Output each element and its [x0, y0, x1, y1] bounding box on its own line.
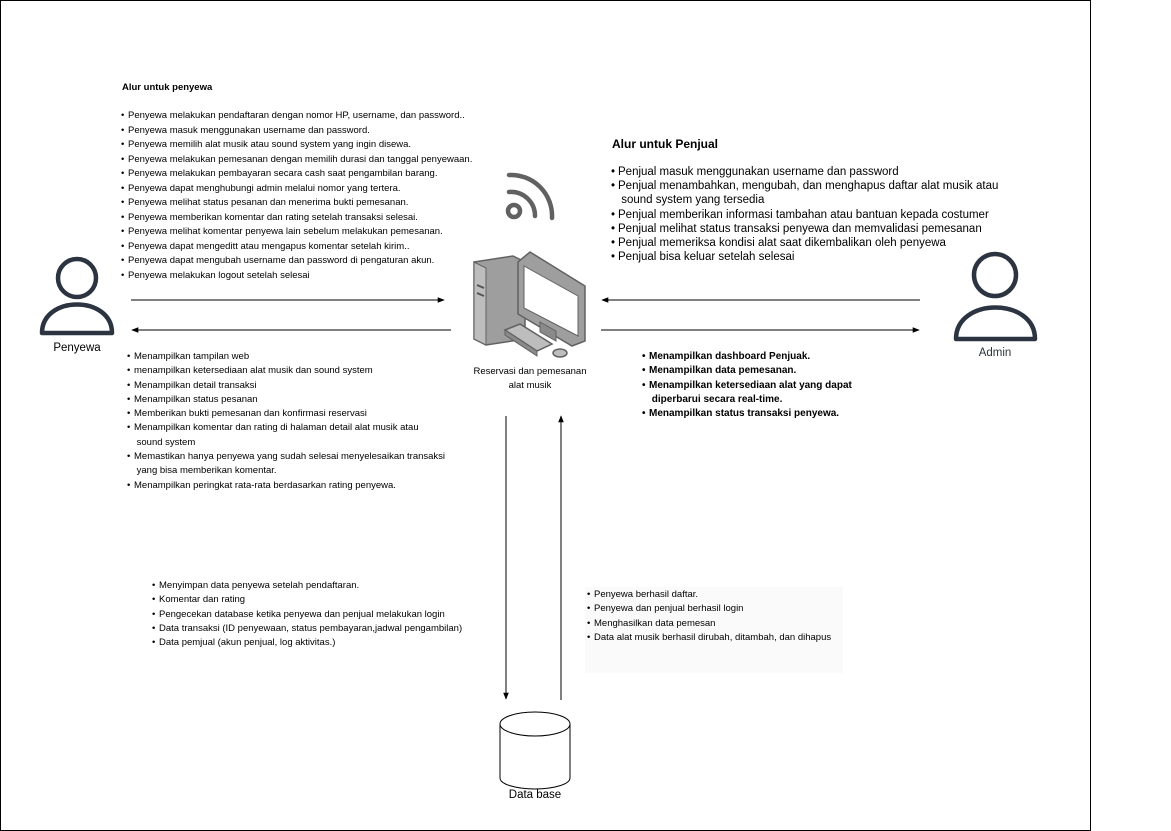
- database-label: Data base: [508, 789, 562, 801]
- list-item: Menampilkan data pemesanan.: [642, 364, 852, 379]
- penyewa-label: Penyewa: [53, 342, 101, 354]
- list-item: Memberikan bukti pemesanan dan konfirmas…: [127, 407, 445, 422]
- list-item: Data alat musik berhasil dirubah, ditamb…: [587, 631, 831, 646]
- list-item: Menampilkan detail transaksi: [127, 379, 445, 394]
- penyewa-actor-icon: [39, 256, 115, 336]
- admin-label: Admin: [978, 347, 1012, 359]
- list-item: Penyewa berhasil daftar.: [587, 588, 831, 603]
- list-item: Penyewa dan penjual berhasil login: [587, 602, 831, 617]
- db-to-system-list: Penyewa berhasil daftar. Penyewa dan pen…: [587, 588, 831, 646]
- list-item: Menampilkan status pesanan: [127, 393, 445, 408]
- list-item: Data pemjual (akun penjual, log aktivita…: [152, 636, 462, 651]
- list-item: Penyewa memilih alat musik atau sound sy…: [121, 138, 472, 153]
- list-item: Menampilkan dashboard Penjuak.: [642, 350, 852, 365]
- list-item: Penjual memeriksa kondisi alat saat dike…: [611, 236, 998, 250]
- list-item: Memastikan hanya penyewa yang sudah sele…: [127, 450, 445, 479]
- list-item: Penyewa masuk menggunakan username dan p…: [121, 124, 472, 139]
- database-icon: [499, 711, 571, 790]
- list-item: Menghasilkan data pemesan: [587, 617, 831, 632]
- list-item: Penyewa melihat komentar penyewa lain se…: [121, 225, 472, 240]
- list-item: Penyewa dapat mengeditt atau mengapus ko…: [121, 240, 472, 255]
- list-item: Penjual menambahkan, mengubah, dan mengh…: [611, 179, 998, 207]
- list-item: Menampilkan ketersediaan alat yang dapat…: [642, 379, 852, 408]
- list-item: Penyewa dapat menghubungi admin melalui …: [121, 182, 472, 197]
- list-item: Data transaksi (ID penyewaan, status pem…: [152, 622, 462, 637]
- list-item: Penyewa melakukan pembayaran secara cash…: [121, 167, 472, 182]
- penjual-flow-list: Penjual masuk menggunakan username dan p…: [611, 165, 998, 265]
- penyewa-flow-list: Penyewa melakukan pendaftaran dengan nom…: [121, 109, 472, 284]
- system-label-line2: alat musik: [508, 380, 552, 391]
- penjual-flow-title: Alur untuk Penjual: [612, 137, 719, 151]
- list-item: Menampilkan komentar dan rating di halam…: [127, 421, 445, 450]
- list-item: Penyewa melakukan logout setelah selesai: [121, 269, 472, 284]
- list-item: Menampilkan status transaksi penyewa.: [642, 407, 852, 422]
- system-label: Reservasi dan pemesanan alat musik: [460, 365, 600, 393]
- system-to-penyewa-list: Menampilkan tampilan web menampilkan ket…: [127, 350, 445, 494]
- wifi-icon: [505, 172, 555, 221]
- list-item: Menyimpan data penyewa setelah pendaftar…: [152, 579, 462, 594]
- list-item: Penyewa memberikan komentar dan rating s…: [121, 211, 472, 226]
- list-item: Menampilkan peringkat rata-rata berdasar…: [127, 479, 445, 494]
- penyewa-flow-title: Alur untuk penyewa: [122, 82, 213, 93]
- list-item: Penyewa melakukan pendaftaran dengan nom…: [121, 109, 472, 124]
- list-item: Penyewa melakukan pemesanan dengan memil…: [121, 153, 472, 168]
- list-item: Komentar dan rating: [152, 593, 462, 608]
- list-item: Penjual melihat status transaksi penyewa…: [611, 222, 998, 236]
- list-item: Menampilkan tampilan web: [127, 350, 445, 365]
- system-to-db-list: Menyimpan data penyewa setelah pendaftar…: [152, 579, 462, 651]
- list-item: menampilkan ketersediaan alat musik dan …: [127, 364, 445, 379]
- admin-actor-icon: [953, 251, 1038, 342]
- list-item: Penyewa dapat mengubah username dan pass…: [121, 254, 472, 269]
- list-item: Pengecekan database ketika penyewa dan p…: [152, 608, 462, 623]
- list-item: Penjual bisa keluar setelah selesai: [611, 250, 998, 264]
- list-item: Penjual memberikan informasi tambahan at…: [611, 208, 998, 222]
- computer-icon: [473, 251, 586, 358]
- list-item: Penyewa melihat status pesanan dan mener…: [121, 196, 472, 211]
- system-label-line1: Reservasi dan pemesanan: [473, 366, 587, 377]
- list-item: Penjual masuk menggunakan username dan p…: [611, 165, 998, 179]
- system-to-admin-list: Menampilkan dashboard Penjuak. Menampilk…: [642, 350, 852, 422]
